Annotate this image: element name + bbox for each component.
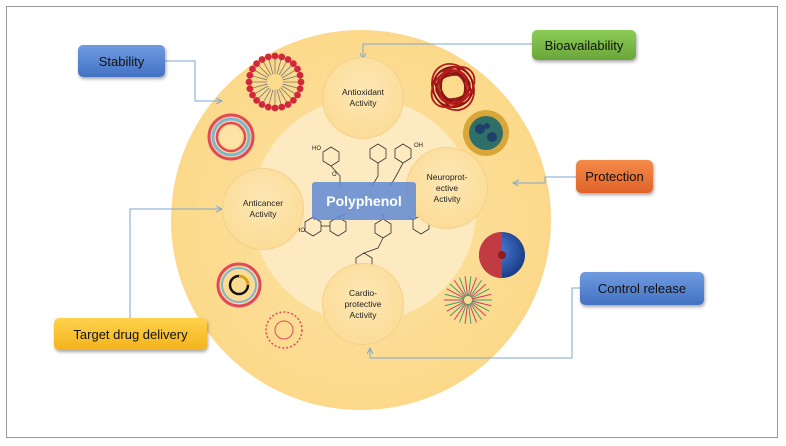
control-release-connector [370, 287, 580, 359]
liposome-ring-illustration [216, 262, 262, 308]
polymer-tangle-illustration [430, 63, 476, 111]
molecule-label-5: HO [296, 228, 305, 234]
control-release-box: Control release [580, 272, 704, 305]
stability-label: Stability [98, 53, 145, 69]
nanoparticle-core-illustration [463, 110, 509, 156]
star-micelle-illustration [444, 276, 492, 324]
anticancer-activity-circle: Anticancer Activity [222, 168, 304, 250]
target-drug-delivery-label: Target drug delivery [73, 326, 188, 342]
cardioprotective-activity-circle: Cardio- protective Activity [322, 263, 404, 345]
stability-box: Stability [78, 45, 165, 77]
cardioprotective-activity-label: Cardio- protective Activity [344, 287, 382, 320]
dendrimer-illustration [265, 311, 303, 349]
control-release-label: Control release [597, 281, 687, 296]
anticancer-activity-label: Anticancer Activity [242, 198, 284, 219]
molecule-label-3: O [332, 172, 337, 178]
micelle-dots-illustration [245, 52, 305, 112]
antioxidant-activity-label: Antioxidant Activity [341, 87, 385, 108]
bioavailability-connector [363, 43, 532, 59]
bioavailability-label: Bioavailability [544, 37, 624, 53]
antioxidant-activity-circle: Antioxidant Activity [322, 57, 404, 139]
liposome-pink-illustration [207, 113, 255, 161]
protection-box: Protection [576, 160, 653, 193]
neuroprotective-activity-circle: Neuroprot- ective Activity [406, 147, 488, 229]
protection-label: Protection [585, 169, 644, 184]
polyphenol-label: Polyphenol [312, 182, 416, 220]
figure-frame [6, 6, 778, 438]
connector-lines [129, 43, 580, 359]
molecule-label-1: HO [312, 146, 321, 152]
target-drug-delivery-box: Target drug delivery [54, 318, 207, 350]
bioavailability-box: Bioavailability [532, 30, 636, 60]
target-delivery-connector [129, 209, 222, 318]
sphere-cutaway-illustration [479, 232, 525, 278]
protection-connector [513, 176, 576, 183]
stability-connector [165, 60, 222, 101]
molecule-label-2: OH [414, 143, 423, 149]
neuroprotective-activity-label: Neuroprot- ective Activity [426, 171, 468, 204]
